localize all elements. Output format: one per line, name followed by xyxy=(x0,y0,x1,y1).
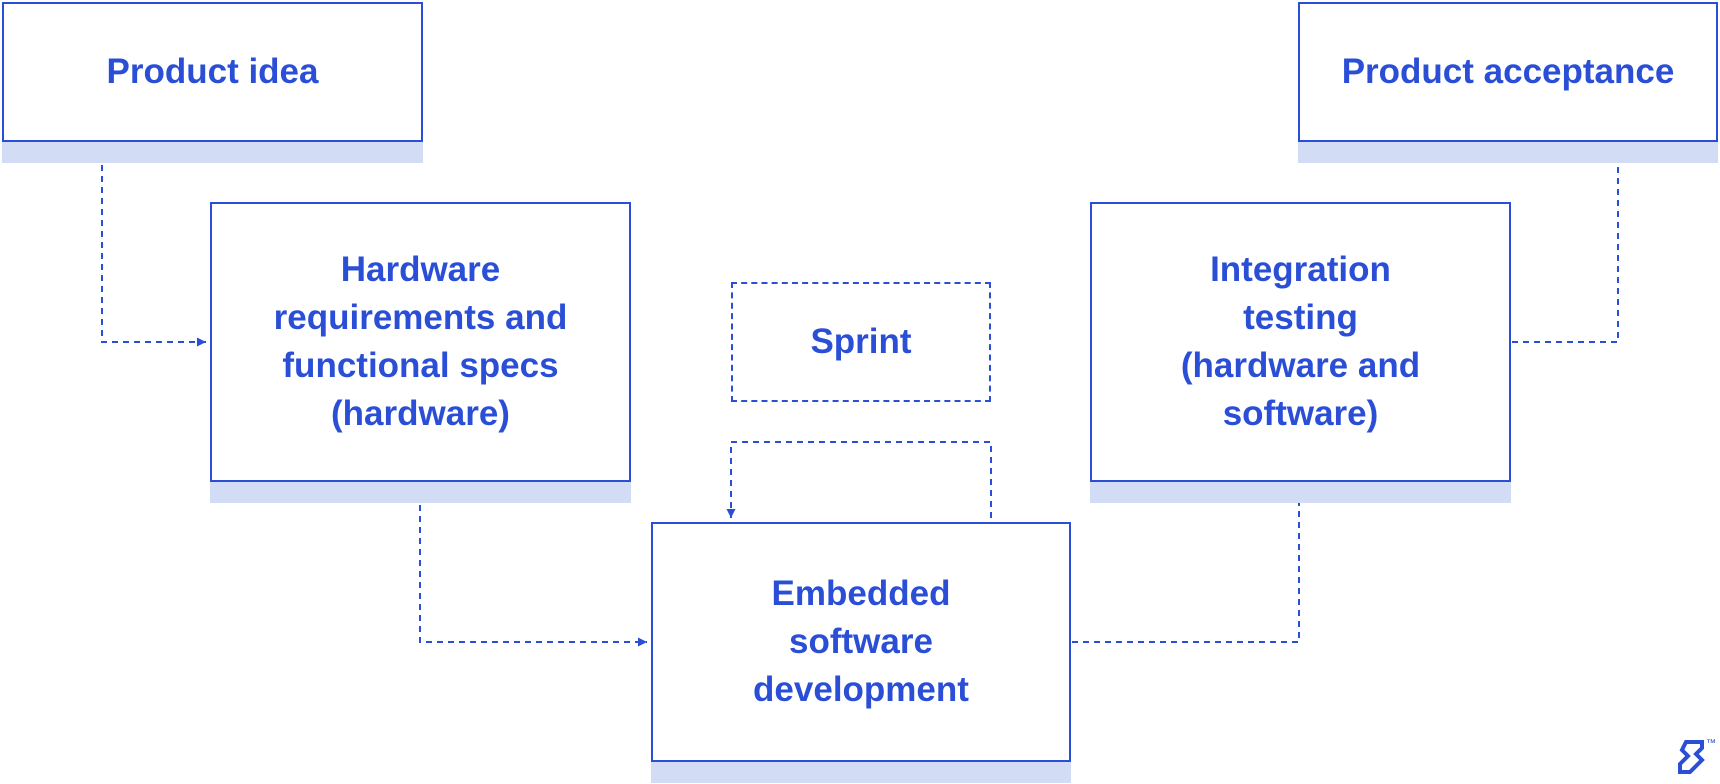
toptal-logo-icon: ™ xyxy=(1678,738,1716,774)
node-label: Sprint xyxy=(810,322,912,361)
node-label: Integration testing (hardware and softwa… xyxy=(1180,250,1421,433)
node-label: Hardware requirements and functional spe… xyxy=(273,250,568,433)
node-hardware-requirements: Hardware requirements and functional spe… xyxy=(210,202,631,482)
node-product-acceptance: Product acceptance xyxy=(1298,2,1718,142)
node-integration-testing: Integration testing (hardware and softwa… xyxy=(1090,202,1511,482)
node-label: Product acceptance xyxy=(1341,52,1675,91)
node-product-idea: Product idea xyxy=(2,2,423,142)
node-embedded-software-development: Embedded software development xyxy=(651,522,1071,762)
connector-integration-to-acceptance xyxy=(1512,146,1623,343)
trademark-mark: ™ xyxy=(1706,738,1716,749)
connector-embedded-to-integration xyxy=(1072,487,1304,643)
node-label: Embedded software development xyxy=(753,574,969,709)
connector-hardware-to-embedded xyxy=(419,483,647,647)
connector-idea-to-hardware xyxy=(101,143,206,347)
node-sprint: Sprint xyxy=(731,282,991,402)
node-label: Product idea xyxy=(106,52,319,91)
connector-sprint-loop xyxy=(726,441,992,518)
